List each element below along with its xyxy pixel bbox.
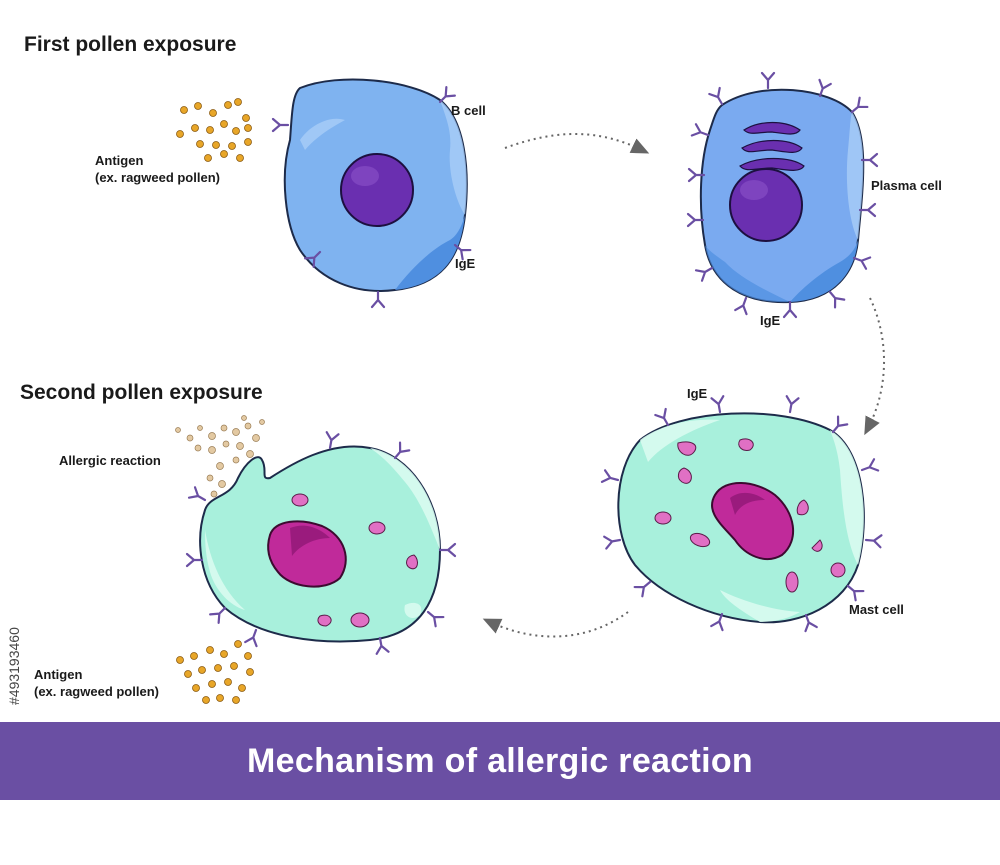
- ige-bcell-label: IgE: [455, 256, 476, 271]
- mast-granules: [654, 438, 846, 593]
- antigen-bottom-line1: Antigen: [34, 667, 83, 682]
- released-granules: [175, 415, 265, 498]
- diagram-canvas: [175, 71, 885, 704]
- diagram-stage: First pollen exposure Antigen (ex. ragwe…: [6, 33, 942, 705]
- stock-id-text: #493193460: [6, 627, 22, 705]
- degranulating-mast-cell: [185, 431, 457, 655]
- pollen-cluster-top: [176, 98, 252, 162]
- antigen-top-label: Antigen (ex. ragweed pollen): [95, 152, 220, 186]
- antigen-bottom-label: Antigen (ex. ragweed pollen): [34, 666, 159, 700]
- plasma-cell: [686, 71, 879, 319]
- plasma-cell-label: Plasma cell: [871, 178, 942, 193]
- antigen-top-line2: (ex. ragweed pollen): [95, 170, 220, 185]
- ige-mast-label: IgE: [687, 386, 708, 401]
- arrow-mast-to-reaction: [482, 611, 629, 638]
- b-cell-nucleus: [340, 153, 414, 227]
- arrow-plasma-to-mast: [864, 297, 885, 436]
- antigen-bottom-line2: (ex. ragweed pollen): [34, 684, 159, 699]
- plasma-nucleus: [729, 168, 803, 242]
- arrow-bcell-to-plasma: [504, 132, 650, 154]
- b-cell-label: B cell: [451, 103, 486, 118]
- b-cell: [271, 78, 472, 309]
- pollen-cluster-bottom: [176, 640, 254, 704]
- footer-banner: Mechanism of allergic reaction: [0, 722, 1000, 800]
- first-exposure-title: First pollen exposure: [24, 33, 237, 56]
- mast-cell-label: Mast cell: [849, 602, 904, 617]
- antigen-top-line1: Antigen: [95, 153, 144, 168]
- second-exposure-title: Second pollen exposure: [20, 381, 263, 404]
- degranulating-granules: [291, 493, 418, 628]
- footer-title: Mechanism of allergic reaction: [247, 741, 753, 780]
- plasma-er-stack: [739, 121, 805, 171]
- allergic-reaction-label: Allergic reaction: [59, 453, 161, 468]
- ige-plasma-label: IgE: [760, 313, 781, 328]
- mast-cell: [600, 395, 883, 633]
